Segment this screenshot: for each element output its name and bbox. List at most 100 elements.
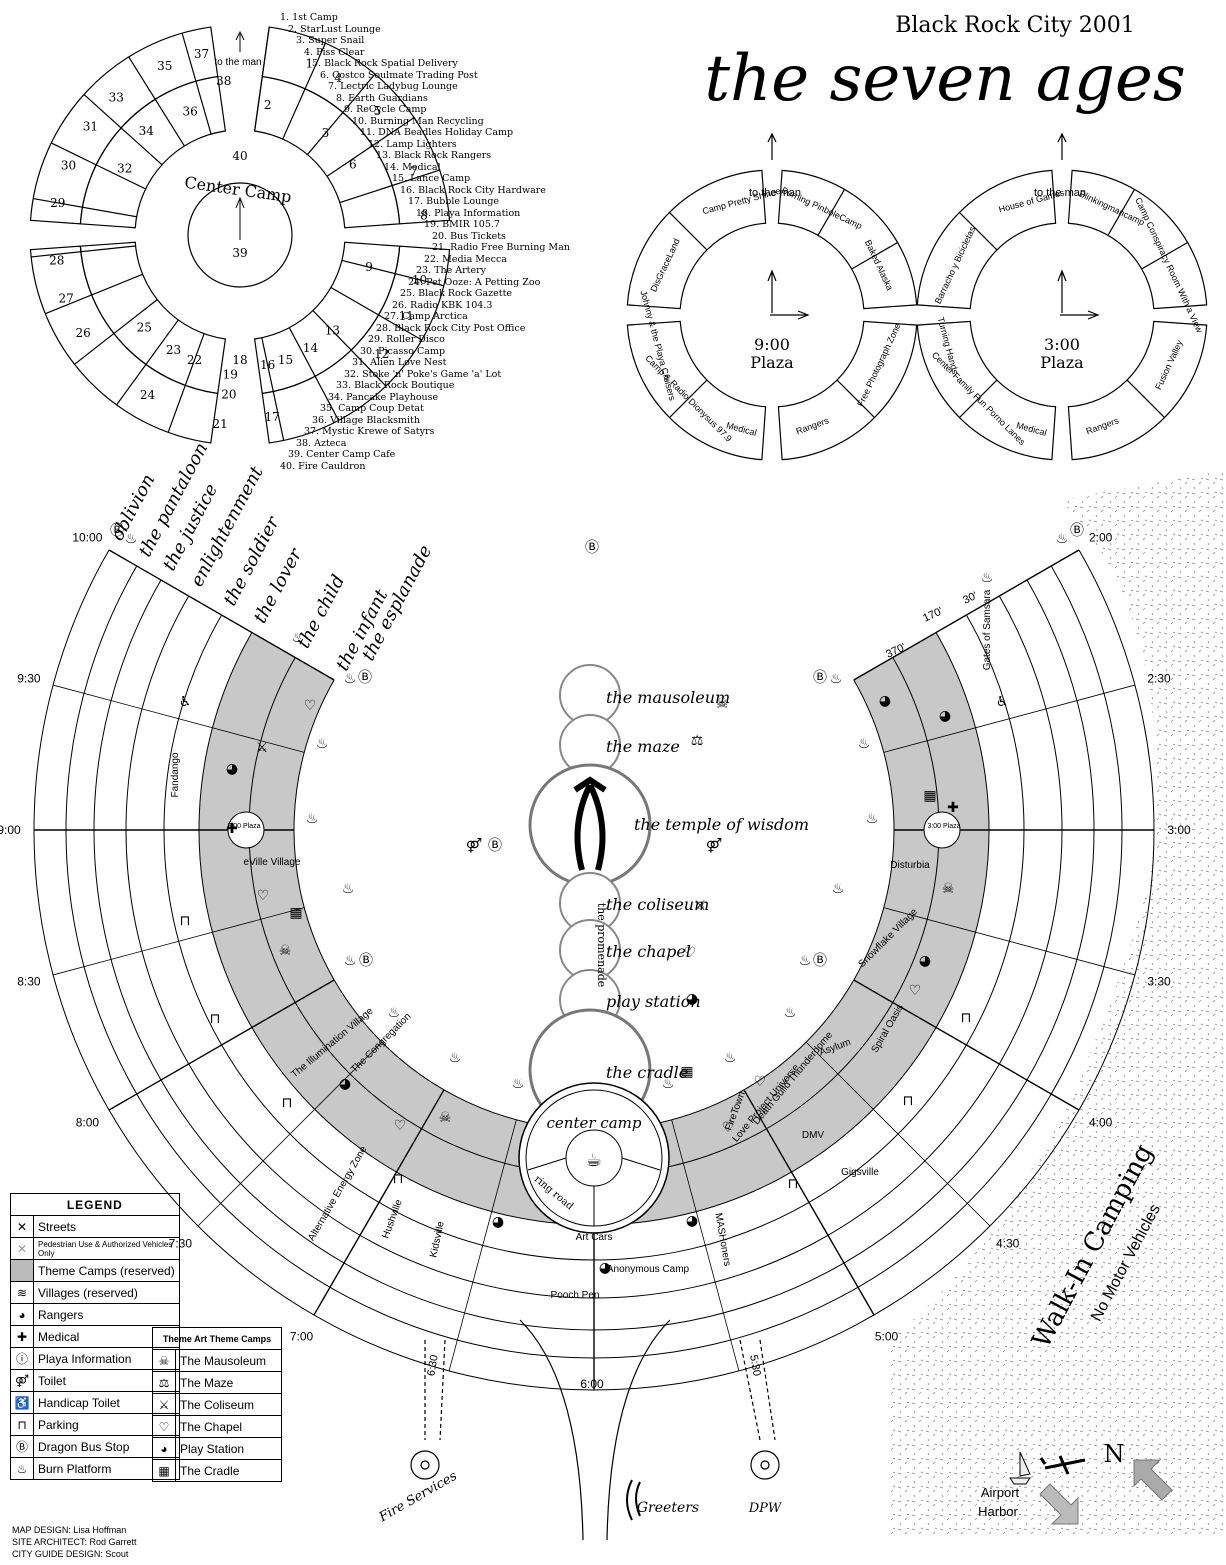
camp-list-item: 31. Alien Love Nest bbox=[352, 357, 447, 368]
burn-platform-icon: ♨ bbox=[662, 1076, 675, 1092]
theme-legend-item: Play Station bbox=[175, 1437, 282, 1460]
burn-platform-icon: ♨ bbox=[832, 881, 845, 897]
city-grid bbox=[33, 549, 1155, 1391]
center-camp-number: 6 bbox=[349, 158, 357, 172]
burn-platform-icon: ♨ bbox=[866, 811, 879, 827]
ball-icon: ◕ bbox=[599, 1260, 611, 1276]
village-label: Pooch Pen bbox=[551, 1290, 600, 1301]
parking-icon: ⊓ bbox=[10, 1413, 34, 1436]
camp-list-item: 21. Radio Free Burning Man bbox=[432, 242, 570, 253]
camp-list-item: 35. Camp Coup Detat bbox=[320, 403, 424, 414]
bus-stop-icon: Ⓑ bbox=[10, 1435, 34, 1458]
credit-line: CITY GUIDE DESIGN: Scout bbox=[12, 1549, 129, 1559]
ball-icon: ◕ bbox=[152, 1437, 176, 1460]
info-icon: ⓘ bbox=[10, 1347, 34, 1370]
theme-legend-item: The Cradle bbox=[175, 1459, 282, 1482]
center-camp-number: 7 bbox=[410, 165, 418, 179]
bus-stop-icon: Ⓑ bbox=[813, 670, 827, 686]
bus-stop-icon: Ⓑ bbox=[358, 670, 372, 686]
plaza-300-title: 3:00 bbox=[1044, 335, 1080, 354]
clock-label: 6:00 bbox=[580, 1377, 604, 1391]
camp-list-item: 3. Super Snail bbox=[296, 35, 365, 46]
station-mausoleum: the mausoleum bbox=[606, 688, 730, 707]
legend-item: Toilet bbox=[33, 1369, 180, 1392]
clock-label: 3:00 bbox=[1167, 823, 1191, 837]
camp-list-item: 19. BMIR 105.7 bbox=[424, 219, 500, 230]
theme-camp-swatch-icon bbox=[10, 1259, 34, 1282]
camp-list-item: 33. Black Rock Boutique bbox=[336, 380, 455, 391]
distance-label: 170' bbox=[921, 605, 945, 625]
parking-icon: ⊓ bbox=[393, 1171, 404, 1187]
clock-label: 9:00 bbox=[0, 823, 21, 837]
camp-list-item: 20. Bus Tickets bbox=[432, 230, 506, 242]
burn-platform-icon: ♨ bbox=[125, 531, 138, 547]
center-camp-number: 5 bbox=[374, 104, 382, 118]
burn-platform-icon: ♨ bbox=[342, 881, 355, 897]
clock-label: 2:30 bbox=[1147, 672, 1171, 686]
legend: LEGEND ✕Streets ✕Pedestrian Use & Author… bbox=[10, 1193, 180, 1480]
sword-icon: ⚔ bbox=[152, 1393, 176, 1416]
legend-item: Streets bbox=[33, 1215, 180, 1238]
station-chapel: the chapel bbox=[606, 942, 691, 961]
heart-icon: ♡ bbox=[722, 1120, 735, 1136]
airplane-icon bbox=[1039, 1455, 1086, 1475]
camp-list-item: 23. The Artery bbox=[416, 265, 486, 276]
camp-list-item: 1. 1st Camp bbox=[280, 12, 338, 23]
camp-list-item: 30. Picasso Camp bbox=[360, 345, 446, 357]
burn-platform-icon: ♨ bbox=[306, 811, 319, 827]
camp-list-item: 11. DNA Beadles Holiday Camp bbox=[360, 127, 514, 138]
camp-list-item: 34. Pancake Playhouse bbox=[328, 391, 439, 403]
camp-list-item: 5. Black Rock Spatial Delivery bbox=[312, 58, 458, 69]
center-camp-number: 25 bbox=[137, 320, 152, 334]
camp-list-item: 4. Piss Clear bbox=[304, 46, 365, 58]
arrow-icon bbox=[235, 196, 245, 240]
clock-label: 9:30 bbox=[17, 672, 41, 686]
plaza-segment-label: Center Family Fun Porno Lanes bbox=[930, 350, 1028, 448]
blocks-icon: ▦ bbox=[680, 1064, 693, 1080]
center-camp-number: 11 bbox=[399, 309, 414, 323]
camp-list-item: 22. Media Mecca bbox=[424, 253, 507, 265]
clock-label: 7:00 bbox=[290, 1330, 314, 1344]
promenade-label: the promenade bbox=[595, 903, 608, 988]
burn-platform-icon: ♨ bbox=[344, 671, 357, 687]
burn-platform-icon: ♨ bbox=[316, 736, 329, 752]
village-label: Gates of Samsara bbox=[982, 589, 993, 670]
handicap-icon: ♿ bbox=[179, 694, 192, 710]
center-camp-number: 19 bbox=[223, 368, 238, 382]
center-camp-top-number: 40 bbox=[232, 149, 247, 163]
center-camp-number: 4 bbox=[334, 71, 342, 85]
burn-platform-icon: ♨ bbox=[724, 1050, 737, 1066]
station-maze: the maze bbox=[606, 737, 680, 756]
center-camp-number: 15 bbox=[278, 353, 293, 367]
clock-label: 4:30 bbox=[996, 1237, 1020, 1251]
handicap-icon: ♿ bbox=[10, 1391, 34, 1414]
blocks-icon: ▦ bbox=[923, 788, 936, 804]
center-camp-number: 14 bbox=[303, 341, 319, 355]
camp-list-item: 40. Fire Cauldron bbox=[280, 460, 366, 472]
station-temple: the temple of wisdom bbox=[634, 815, 809, 834]
center-camp-number: 18 bbox=[232, 353, 247, 367]
center-camp-circle bbox=[518, 1082, 670, 1234]
scales-icon: ⚖ bbox=[152, 1371, 176, 1394]
walk-in-camping-area bbox=[890, 470, 1226, 1535]
center-camp-number: 34 bbox=[139, 124, 155, 138]
camp-list-item: 25. Black Rock Gazette bbox=[400, 288, 513, 299]
ball-icon: ◕ bbox=[939, 708, 951, 724]
center-camp-center-number: 39 bbox=[232, 246, 247, 260]
center-camp-number: 1 bbox=[305, 56, 313, 70]
ball-icon: ◕ bbox=[686, 1213, 698, 1229]
parking-icon: ⊓ bbox=[210, 1011, 221, 1027]
camp-list-item: 9. ReCycle Camp bbox=[344, 104, 427, 115]
village-label: DMV bbox=[802, 1130, 825, 1141]
village-swatch-icon: ≋ bbox=[10, 1281, 34, 1304]
greeters-label: Greeters bbox=[637, 1500, 699, 1516]
skull-icon: ☠ bbox=[942, 881, 955, 897]
camp-list-item: 8. Earth Guardians bbox=[336, 92, 428, 104]
plaza-segment-label: Camp & Radio Dionysus 97.9 bbox=[643, 353, 734, 444]
camp-list-item: 6. Costco Soulmate Trading Post bbox=[320, 69, 478, 81]
heart-icon: ♡ bbox=[754, 1074, 767, 1090]
pedestrian-icon: ✕ bbox=[10, 1237, 34, 1260]
medical-icon: ✚ bbox=[226, 821, 238, 837]
